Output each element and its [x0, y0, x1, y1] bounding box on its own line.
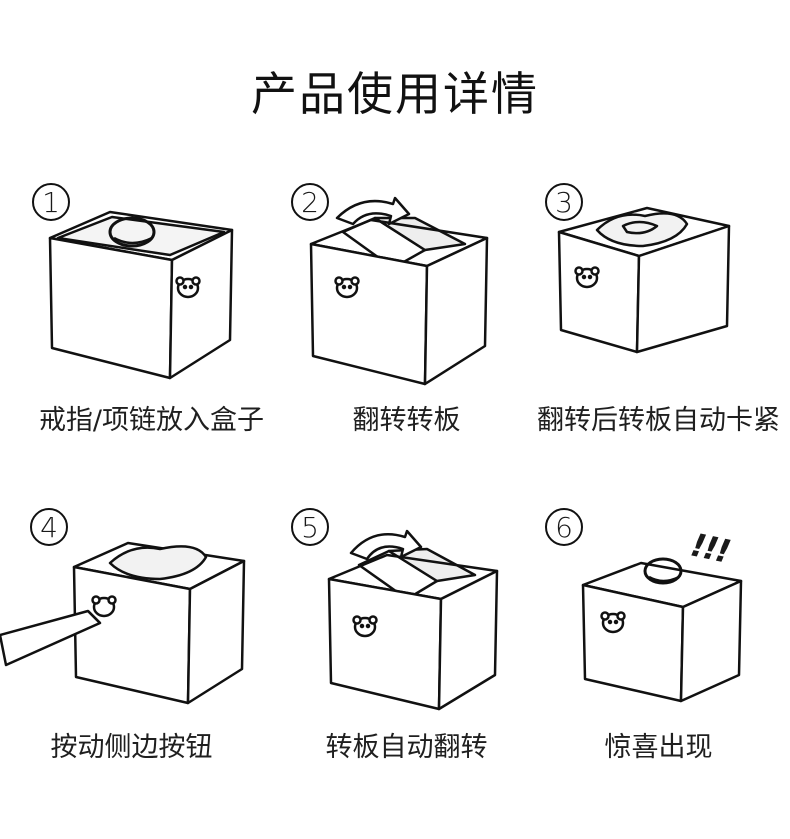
step-number-4: 4 [30, 508, 68, 546]
step-6: 6 !!! 惊喜出现 [527, 505, 790, 825]
step-3: 3 翻转后转板自动卡紧 [527, 180, 790, 500]
step-caption-4: 按动侧边按钮 [50, 732, 213, 763]
box-illustration-flip-plate [309, 196, 489, 386]
step-caption-6: 惊喜出现 [604, 732, 713, 763]
surprise-marks: !!! [687, 525, 733, 571]
step-caption-5: 转板自动翻转 [325, 732, 488, 763]
step-caption-3: 翻转后转板自动卡紧 [537, 405, 780, 436]
step-caption-1: 戒指/项链放入盒子 [38, 405, 265, 436]
box-illustration-plate-locked [557, 206, 731, 354]
step-caption-2: 翻转转板 [352, 405, 461, 436]
box-illustration-surprise [581, 557, 743, 703]
step-1: 1 戒指/项链放入盒子 [20, 180, 283, 500]
step-2: 2 翻转转板 [275, 180, 538, 500]
step-number-2: 2 [291, 183, 329, 221]
box-illustration-ring-inserted [48, 210, 234, 380]
page-title: 产品使用详情 [251, 67, 539, 121]
step-number-3: 3 [545, 183, 583, 221]
step-number-5: 5 [291, 508, 329, 546]
step-5: 5 转板自动翻转 [275, 505, 538, 825]
step-number-1: 1 [32, 183, 70, 221]
box-illustration-press-button [0, 541, 246, 705]
step-4: 4 按动侧边按钮 [0, 505, 263, 825]
box-illustration-auto-flip [327, 529, 499, 711]
step-number-6: 6 [545, 508, 583, 546]
